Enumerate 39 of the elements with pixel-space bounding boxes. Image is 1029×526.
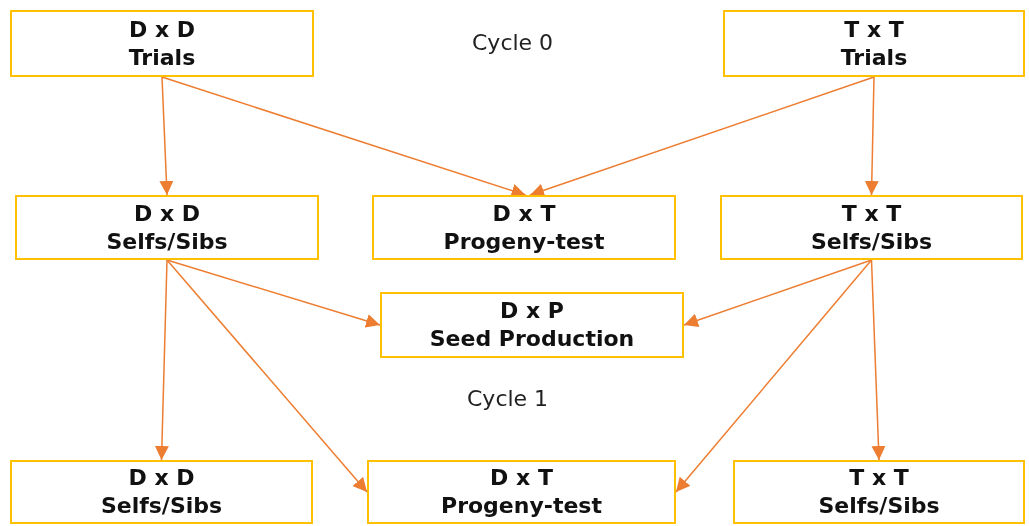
process-box — [723, 10, 1025, 77]
box-text: Seed Production — [429, 325, 635, 353]
box-text: Selfs/Sibs — [818, 492, 940, 520]
arrow — [864, 76, 879, 196]
arrow — [159, 76, 174, 196]
arrow — [870, 259, 886, 461]
box-text: Trials — [128, 43, 196, 72]
box-text: Selfs/Sibs — [106, 227, 228, 256]
box-text: D x P — [500, 297, 564, 325]
cycle-label: Cycle 1 — [467, 386, 549, 411]
cycle-label: Cycle 0 — [472, 30, 554, 55]
box-text: D x T — [492, 199, 556, 228]
arrow — [166, 259, 381, 328]
process-box — [720, 195, 1023, 260]
process-box — [733, 460, 1025, 524]
box-text: T x T — [849, 464, 909, 492]
process-box — [367, 460, 676, 524]
box-text: Progeny-test — [443, 227, 605, 256]
arrow — [683, 259, 873, 328]
process-box — [10, 460, 313, 524]
arrow — [675, 259, 873, 493]
box-text: T x T — [844, 15, 904, 44]
box-text: T x T — [841, 199, 902, 228]
box-text: Progeny-test — [441, 492, 602, 520]
box-text: D x D — [128, 464, 195, 492]
box-text: Trials — [840, 43, 908, 72]
box-text: Selfs/Sibs — [810, 227, 933, 256]
process-box — [15, 195, 319, 260]
process-box — [372, 195, 676, 260]
arrow — [154, 259, 169, 461]
box-text: Selfs/Sibs — [100, 492, 223, 520]
arrow — [166, 259, 368, 493]
box-text: D x D — [133, 199, 200, 228]
process-box — [10, 10, 314, 77]
box-text: D x D — [128, 15, 195, 44]
arrow — [529, 76, 875, 198]
arrow — [161, 76, 527, 198]
process-box — [380, 292, 684, 358]
box-text: D x T — [490, 464, 553, 492]
